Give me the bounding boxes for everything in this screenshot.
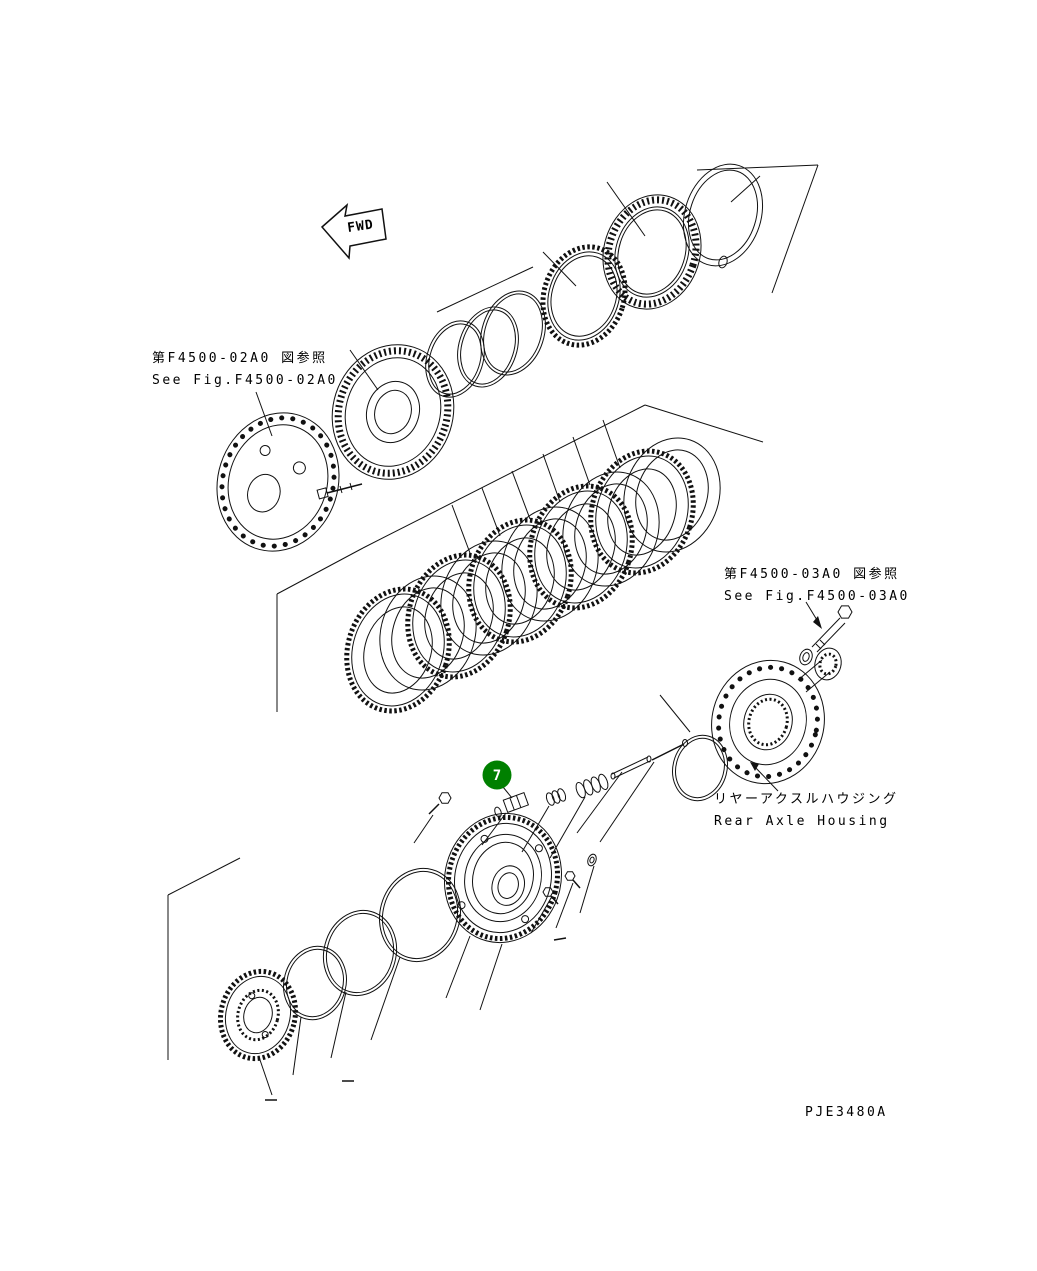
upper-assembly (216, 163, 764, 552)
housing-neck (814, 647, 842, 681)
retainer-ring (682, 163, 764, 267)
housing-arrow (750, 762, 779, 792)
steel-plate (623, 437, 721, 553)
ring-gear (602, 194, 702, 310)
ref-label-03a0-jp: 第F4500-03A0 図参照 (724, 566, 900, 582)
snap-clip (718, 255, 728, 269)
plug-fitting (502, 792, 530, 814)
splined-drum (331, 344, 455, 480)
friction-disc (527, 483, 635, 611)
small-bolt (542, 887, 559, 905)
friction-disc (466, 517, 574, 645)
friction-disc (588, 448, 696, 576)
steel-plate (562, 471, 660, 587)
lower-left-assembly (217, 867, 462, 1062)
coil-spring (575, 773, 609, 799)
ref-label-02a0-en: See Fig.F4500-02A0 (152, 373, 338, 388)
rear-axle-housing (711, 659, 825, 785)
callout-circle[interactable] (482, 760, 512, 790)
drawing-number: PJE3480A (805, 1105, 888, 1120)
ref-label-02a0-jp: 第F4500-02A0 図参照 (152, 350, 328, 366)
small-washer (587, 853, 597, 867)
small-washer (494, 806, 502, 818)
washer (799, 648, 813, 666)
steel-plate (379, 575, 477, 691)
clutch-pack (344, 437, 721, 714)
gear-hub (217, 968, 299, 1062)
brake-housing-assembly (428, 739, 688, 944)
fwd-arrow-icon: FWD (320, 203, 387, 260)
backup-ring (322, 909, 398, 997)
rod (651, 739, 688, 761)
ref-label-03a0-en: See Fig.F4500-03A0 (724, 589, 910, 604)
seal-ring (283, 945, 347, 1021)
friction-disc (344, 586, 452, 714)
steel-plate (501, 506, 599, 622)
o-ring (672, 734, 728, 802)
hex-bolt (799, 605, 853, 666)
callout-balloon-7[interactable]: 7 (482, 760, 512, 790)
steel-plate (440, 540, 538, 656)
housing-label-jp: リヤーアクスルハウジング (714, 792, 898, 807)
fwd-label: FWD (346, 217, 374, 236)
carrier-flange (216, 412, 363, 552)
pin (610, 755, 652, 780)
large-o-ring (378, 867, 462, 963)
ref-arrow-right (805, 601, 822, 629)
small-bolt (428, 792, 452, 815)
o-ring-group (425, 290, 546, 398)
housing-label-en: Rear Axle Housing (714, 814, 890, 829)
spring-small (545, 788, 567, 806)
callout-number: 7 (493, 768, 501, 784)
serrated-ring (540, 244, 628, 348)
small-bolt (564, 871, 581, 889)
brake-housing (444, 812, 562, 944)
friction-disc (405, 552, 513, 680)
stud-bolt (316, 482, 363, 500)
rear-axle-housing-group (672, 605, 853, 802)
